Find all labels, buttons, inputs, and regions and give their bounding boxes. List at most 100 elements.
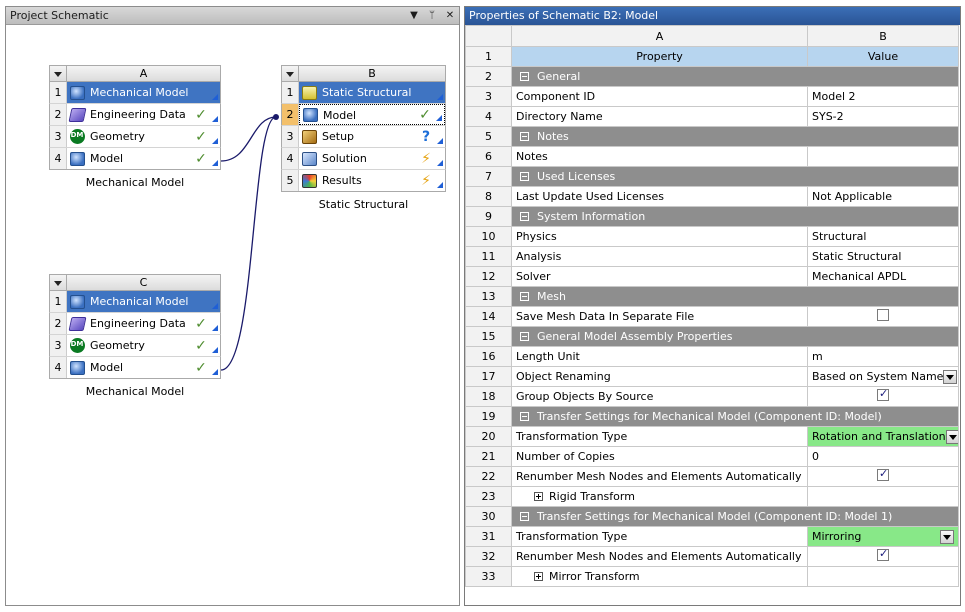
dropdown-arrow-icon[interactable] [940, 529, 954, 544]
cell-content[interactable]: Static Structural [299, 82, 445, 103]
group-header[interactable]: Notes [511, 126, 959, 147]
property-value[interactable] [807, 146, 959, 167]
group-header[interactable]: System Information [511, 206, 959, 227]
cell-content[interactable]: Results⚡ [299, 170, 445, 191]
collapse-icon[interactable] [520, 132, 529, 141]
property-value[interactable]: SYS-2 [807, 106, 959, 127]
group-header[interactable]: Transfer Settings for Mechanical Model (… [511, 406, 959, 427]
column-letter-a[interactable]: A [511, 25, 808, 47]
property-value[interactable]: Not Applicable [807, 186, 959, 207]
system-header[interactable]: A [49, 65, 221, 82]
column-letter-b[interactable]: B [807, 25, 959, 47]
property-value[interactable]: Static Structural [807, 246, 959, 267]
checkbox-checked[interactable] [877, 468, 889, 481]
checkbox-cell[interactable] [807, 306, 959, 327]
cell-content[interactable]: Model✓ [299, 104, 445, 125]
checkbox-checked[interactable] [877, 548, 889, 561]
cell-content[interactable]: Mechanical Model [67, 291, 220, 312]
property-value[interactable]: Structural [807, 226, 959, 247]
collapse-icon[interactable] [520, 172, 529, 181]
group-header[interactable]: General [511, 66, 959, 87]
dropdown-cell[interactable]: Mirroring [807, 526, 959, 547]
collapse-icon[interactable] [520, 332, 529, 341]
pane-menu-icon[interactable]: ▼ [410, 10, 418, 21]
dropdown-cell[interactable]: Rotation and Translation [807, 426, 959, 447]
cell-content[interactable]: Solution⚡ [299, 148, 445, 169]
property-value[interactable]: m [807, 346, 959, 367]
cell-content[interactable]: Model✓ [67, 357, 220, 378]
system-header[interactable]: C [49, 274, 221, 291]
system-header[interactable]: B [281, 65, 446, 82]
subgroup-header[interactable]: Rigid Transform [511, 486, 808, 507]
property-value[interactable]: 0 [807, 446, 959, 467]
system-caption[interactable]: Mechanical Model [85, 176, 185, 189]
system-menu-icon[interactable] [50, 66, 67, 81]
expand-icon[interactable] [534, 492, 543, 501]
checkbox-cell[interactable] [807, 466, 959, 487]
dropdown[interactable]: Based on System Name [812, 369, 958, 384]
expand-icon[interactable] [534, 572, 543, 581]
system-menu-icon[interactable] [282, 66, 299, 81]
cell-content[interactable]: Engineering Data✓ [67, 104, 220, 125]
group-header[interactable]: General Model Assembly Properties [511, 326, 959, 347]
group-header[interactable]: Transfer Settings for Mechanical Model (… [511, 506, 959, 527]
system-menu-icon[interactable] [50, 275, 67, 290]
system-caption[interactable]: Static Structural [318, 198, 409, 211]
dropdown-arrow-icon[interactable] [943, 369, 958, 384]
property-header[interactable]: Property [511, 46, 808, 67]
group-header[interactable]: Used Licenses [511, 166, 959, 187]
checkbox-cell[interactable] [807, 546, 959, 567]
pin-icon[interactable]: ᛘ [429, 10, 435, 21]
cell-content[interactable]: Mechanical Model [67, 82, 220, 103]
dropdown[interactable]: Rotation and Translation [812, 429, 958, 444]
dropdown[interactable]: Mirroring [812, 529, 954, 544]
dropdown-arrow-icon[interactable] [945, 429, 958, 444]
property-value[interactable]: Model 2 [807, 86, 959, 107]
collapse-icon[interactable] [520, 292, 529, 301]
cell-content[interactable]: Model✓ [67, 148, 220, 169]
subgroup-header[interactable]: Mirror Transform [511, 566, 808, 587]
collapse-icon[interactable] [520, 72, 529, 81]
cell-content[interactable]: Engineering Data✓ [67, 313, 220, 334]
value-header[interactable]: Value [807, 46, 959, 67]
